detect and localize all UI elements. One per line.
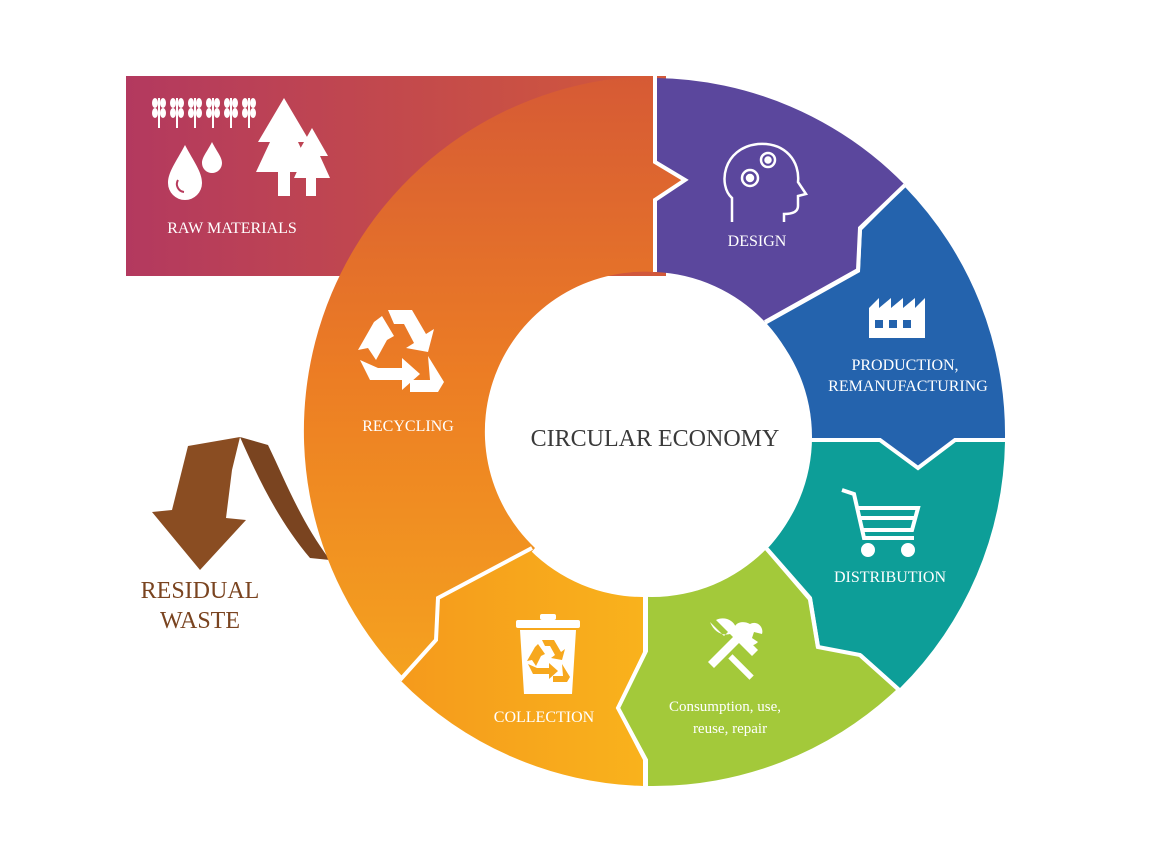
recycle-bin-icon — [516, 614, 580, 694]
collection-segment — [400, 550, 643, 786]
raw-materials-label: RAW MATERIALS — [167, 220, 297, 237]
center-circle — [492, 277, 812, 597]
residual-waste-arrow — [152, 437, 330, 570]
distribution-label: DISTRIBUTION — [834, 569, 946, 586]
recycling-label: RECYCLING — [362, 418, 454, 435]
design-segment — [655, 78, 905, 322]
consumption-label-line1: Consumption, use, — [669, 699, 781, 715]
collection-label: COLLECTION — [494, 709, 595, 726]
production-label-line1: PRODUCTION, — [851, 357, 958, 374]
shopping-cart-icon — [841, 488, 921, 557]
distribution-segment — [768, 442, 1005, 688]
residual-waste-label-line2: WASTE — [160, 608, 240, 634]
tools-icon — [708, 618, 763, 680]
water-drops-icon — [168, 142, 222, 200]
consumption-segment — [620, 550, 896, 787]
design-label: DESIGN — [728, 233, 787, 250]
segment-dividers — [398, 76, 1005, 786]
trees-icon — [256, 98, 330, 196]
residual-waste-label-line1: RESIDUAL — [141, 578, 260, 604]
wheat-icon — [152, 98, 256, 128]
recycle-icon — [358, 310, 444, 392]
production-label-line2: REMANUFACTURING — [828, 378, 988, 395]
factory-icon — [869, 298, 925, 338]
recycling-segment — [303, 76, 685, 676]
consumption-label-line2: reuse, repair — [693, 721, 767, 737]
head-gears-icon — [723, 142, 809, 222]
center-label: CIRCULAR ECONOMY — [531, 426, 780, 452]
